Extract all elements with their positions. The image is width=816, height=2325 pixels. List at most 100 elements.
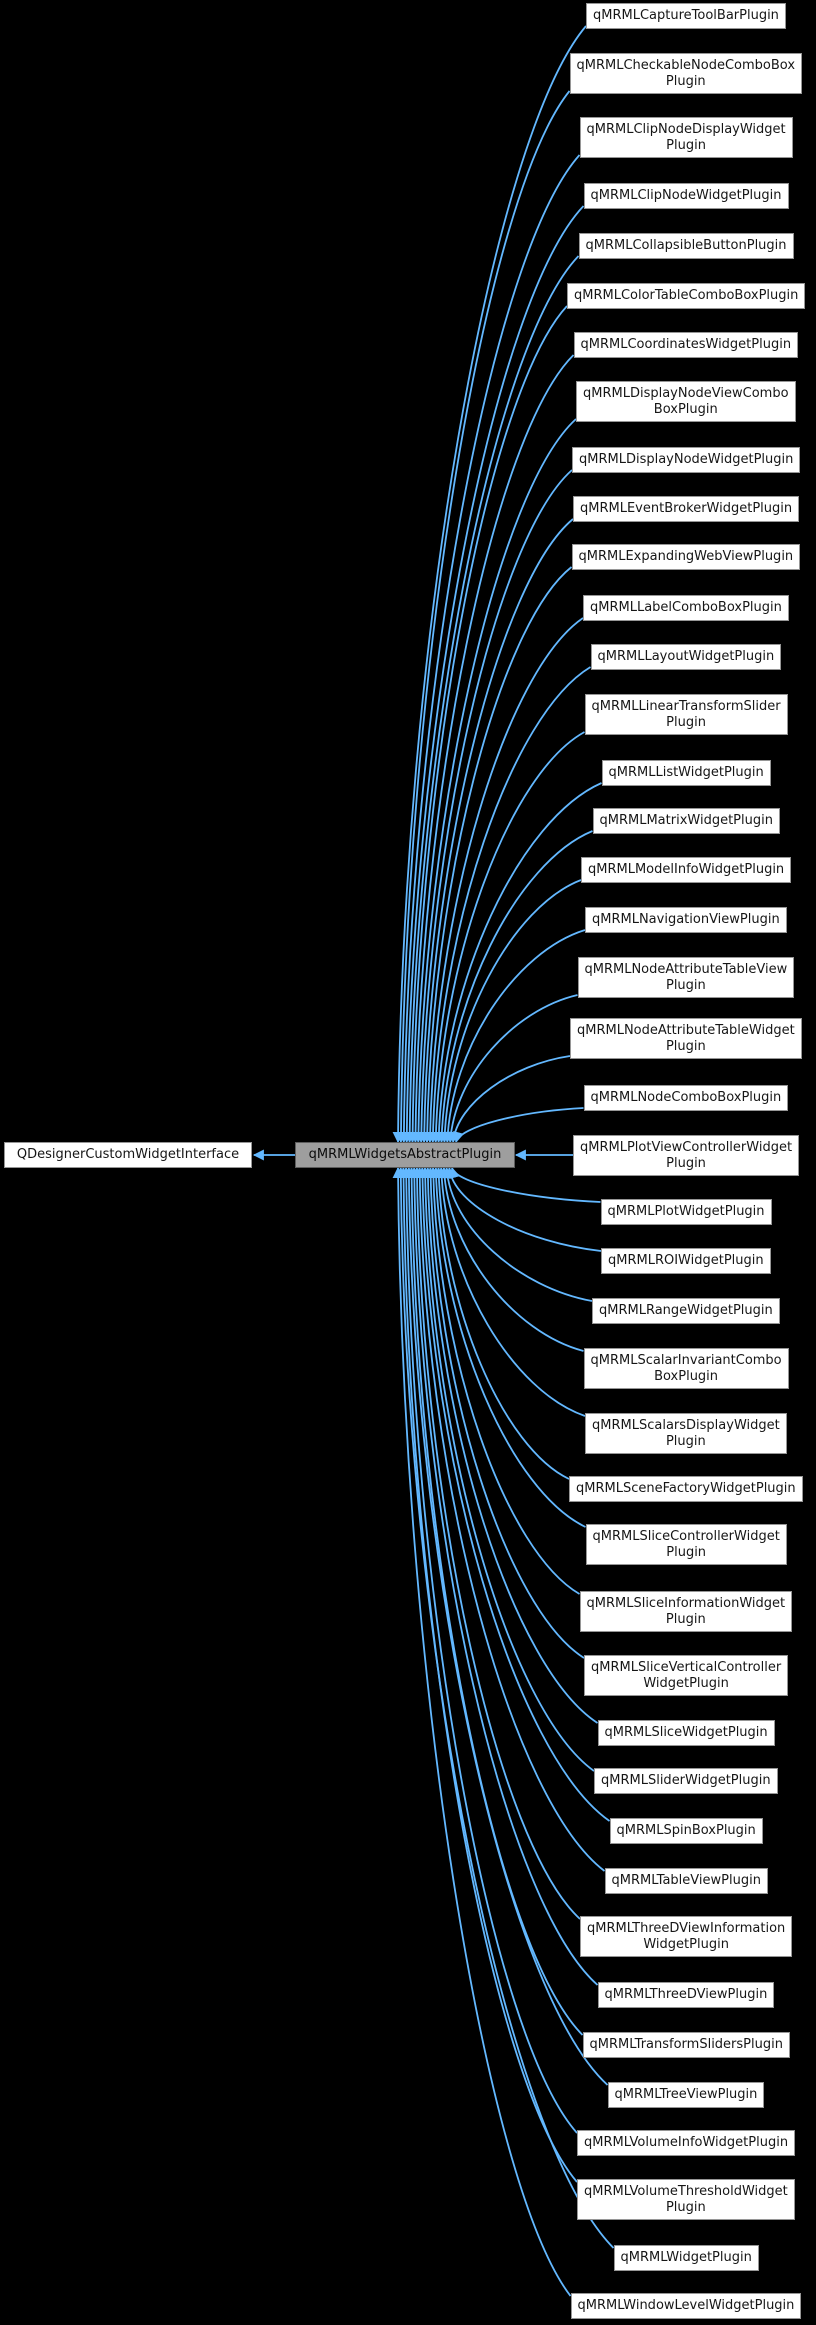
- node-label: QDesignerCustomWidgetInterface: [16, 1147, 240, 1162]
- node-label: qMRMLTableViewPlugin: [611, 1873, 761, 1888]
- node-label: qMRMLThreeDViewInformation WidgetPlugin: [587, 1920, 786, 1952]
- inheritance-edge: [407, 305, 568, 1144]
- derived-class-node[interactable]: qMRMLVolumeInfoWidgetPlugin: [577, 2130, 796, 2156]
- derived-class-node[interactable]: qMRMLMatrixWidgetPlugin: [592, 808, 780, 834]
- node-label: qMRMLLabelComboBoxPlugin: [590, 600, 782, 615]
- inheritance-edge: [448, 1055, 571, 1144]
- derived-class-node[interactable]: qMRMLLayoutWidgetPlugin: [590, 644, 782, 670]
- inheritance-edge: [421, 566, 573, 1144]
- inheritance-edge: [395, 1166, 615, 2249]
- derived-class-node[interactable]: qMRMLSliceVerticalController WidgetPlugi…: [584, 1655, 789, 1696]
- derived-class-node[interactable]: qMRMLClipNodeDisplayWidget Plugin: [579, 117, 793, 158]
- derived-class-node[interactable]: qMRMLCollapsibleButtonPlugin: [578, 233, 794, 259]
- derived-class-node[interactable]: qMRMLThreeDViewInformation WidgetPlugin: [580, 1916, 793, 1957]
- derived-class-node[interactable]: qMRMLLabelComboBoxPlugin: [583, 595, 789, 621]
- inheritance-edge: [401, 205, 585, 1144]
- inheritance-edge: [424, 617, 584, 1144]
- derived-class-node[interactable]: qMRMLListWidgetPlugin: [601, 760, 771, 786]
- inheritance-edge: [397, 1166, 578, 2183]
- inheritance-edge: [442, 929, 586, 1144]
- derived-class-node[interactable]: qMRMLCheckableNodeComboBox Plugin: [569, 53, 803, 94]
- node-label: qMRMLCaptureToolBarPlugin: [593, 8, 779, 23]
- node-label: qMRMLRangeWidgetPlugin: [599, 1303, 773, 1318]
- node-label: qMRMLClipNodeWidgetPlugin: [590, 188, 782, 203]
- derived-class-node[interactable]: qMRMLSliceControllerWidget Plugin: [585, 1524, 787, 1565]
- derived-class-node[interactable]: qMRMLPlotViewControllerWidget Plugin: [573, 1135, 800, 1176]
- inheritance-edge: [433, 1166, 570, 1480]
- inheritance-edge: [411, 1166, 581, 1920]
- inheritance-edge: [427, 666, 591, 1144]
- inheritance-edge: [395, 90, 571, 1144]
- node-label: qMRMLScalarsDisplayWidget Plugin: [592, 1417, 780, 1449]
- derived-class-node[interactable]: qMRMLROIWidgetPlugin: [601, 1248, 771, 1274]
- derived-class-node[interactable]: qMRMLPlotWidgetPlugin: [600, 1199, 772, 1225]
- derived-class-node[interactable]: qMRMLScalarInvariantCombo BoxPlugin: [583, 1348, 789, 1389]
- inheritance-edge: [404, 255, 580, 1144]
- derived-class-node[interactable]: qMRMLModelInfoWidgetPlugin: [581, 857, 792, 883]
- inheritance-edge: [438, 1166, 584, 1352]
- node-label: qMRMLSpinBoxPlugin: [616, 1823, 756, 1838]
- derived-class-node[interactable]: qMRMLSpinBoxPlugin: [609, 1818, 763, 1844]
- inheritance-edge: [439, 879, 582, 1144]
- inheritance-edge: [414, 1166, 606, 1872]
- node-label: qMRMLROIWidgetPlugin: [608, 1253, 764, 1268]
- derived-class-node[interactable]: qMRMLEventBrokerWidgetPlugin: [573, 496, 800, 522]
- node-label: qMRMLModelInfoWidgetPlugin: [588, 862, 785, 877]
- derived-class-node[interactable]: qMRMLNodeComboBoxPlugin: [583, 1085, 789, 1111]
- selected-class-node: qMRMLWidgetsAbstractPlugin: [295, 1142, 515, 1168]
- node-label: qMRMLCoordinatesWidgetPlugin: [580, 337, 792, 352]
- inheritance-edge: [445, 994, 578, 1144]
- derived-class-node[interactable]: qMRMLDisplayNodeViewCombo BoxPlugin: [576, 381, 796, 422]
- node-label: qMRMLSliderWidgetPlugin: [601, 1773, 771, 1788]
- inheritance-edge: [412, 418, 577, 1144]
- inheritance-edge: [430, 1166, 586, 1528]
- derived-class-node[interactable]: qMRMLSliceInformationWidget Plugin: [579, 1591, 793, 1632]
- inheritance-edge: [415, 469, 573, 1144]
- node-label: qMRMLNodeAttributeTableView Plugin: [584, 961, 788, 993]
- node-label: qMRMLNodeComboBoxPlugin: [590, 1090, 782, 1105]
- derived-class-node[interactable]: qMRMLColorTableComboBoxPlugin: [567, 283, 806, 309]
- derived-class-node[interactable]: qMRMLWindowLevelWidgetPlugin: [570, 2293, 802, 2319]
- inheritance-edge: [416, 1166, 611, 1822]
- node-label: qMRMLNodeAttributeTableWidget Plugin: [577, 1022, 795, 1054]
- derived-class-node[interactable]: qMRMLWidgetPlugin: [613, 2245, 759, 2271]
- derived-class-node[interactable]: qMRMLSliderWidgetPlugin: [594, 1768, 778, 1794]
- derived-class-node[interactable]: qMRMLLinearTransformSlider Plugin: [584, 694, 788, 735]
- derived-class-node[interactable]: qMRMLNodeAttributeTableView Plugin: [577, 957, 795, 998]
- derived-class-node[interactable]: qMRMLCoordinatesWidgetPlugin: [573, 332, 799, 358]
- inheritance-edge: [422, 1166, 598, 1724]
- derived-class-node[interactable]: qMRMLTransformSlidersPlugin: [582, 2032, 790, 2058]
- node-label: qMRMLPlotWidgetPlugin: [607, 1204, 765, 1219]
- node-label: qMRMLSliceInformationWidget Plugin: [586, 1595, 786, 1627]
- inheritance-edge: [398, 154, 581, 1144]
- node-label: qMRMLEventBrokerWidgetPlugin: [580, 501, 793, 516]
- derived-class-node[interactable]: qMRMLDisplayNodeWidgetPlugin: [572, 447, 801, 473]
- derived-class-node[interactable]: qMRMLExpandingWebViewPlugin: [571, 544, 801, 570]
- base-class-node[interactable]: QDesignerCustomWidgetInterface: [4, 1142, 252, 1168]
- node-label: qMRMLCheckableNodeComboBox Plugin: [576, 57, 796, 89]
- node-label: qMRMLLinearTransformSlider Plugin: [591, 698, 781, 730]
- inheritance-edge: [441, 1166, 593, 1302]
- derived-class-node[interactable]: qMRMLVolumeThresholdWidget Plugin: [577, 2179, 795, 2220]
- inheritance-edge: [392, 25, 587, 1144]
- derived-class-node[interactable]: qMRMLTreeViewPlugin: [607, 2082, 765, 2108]
- derived-class-node[interactable]: qMRMLThreeDViewPlugin: [597, 1982, 775, 2008]
- derived-class-node[interactable]: qMRMLSliceWidgetPlugin: [597, 1720, 775, 1746]
- derived-class-node[interactable]: qMRMLCaptureToolBarPlugin: [586, 3, 786, 29]
- node-label: qMRMLDisplayNodeViewCombo BoxPlugin: [583, 385, 789, 417]
- inheritance-edge: [400, 1166, 578, 2134]
- node-label: qMRMLSceneFactoryWidgetPlugin: [576, 1481, 796, 1496]
- derived-class-node[interactable]: qMRMLSceneFactoryWidgetPlugin: [569, 1476, 803, 1502]
- derived-class-node[interactable]: qMRMLRangeWidgetPlugin: [592, 1298, 780, 1324]
- derived-class-node[interactable]: qMRMLTableViewPlugin: [604, 1868, 768, 1894]
- derived-class-node[interactable]: qMRMLNavigationViewPlugin: [585, 907, 787, 933]
- inheritance-edge: [453, 1107, 584, 1144]
- derived-class-node[interactable]: qMRMLScalarsDisplayWidget Plugin: [585, 1413, 787, 1454]
- node-label: qMRMLTransformSlidersPlugin: [589, 2037, 783, 2052]
- node-label: qMRMLLayoutWidgetPlugin: [597, 649, 775, 664]
- derived-class-node[interactable]: qMRMLNodeAttributeTableWidget Plugin: [570, 1018, 802, 1059]
- derived-class-node[interactable]: qMRMLClipNodeWidgetPlugin: [583, 183, 789, 209]
- inheritance-edge: [410, 354, 575, 1144]
